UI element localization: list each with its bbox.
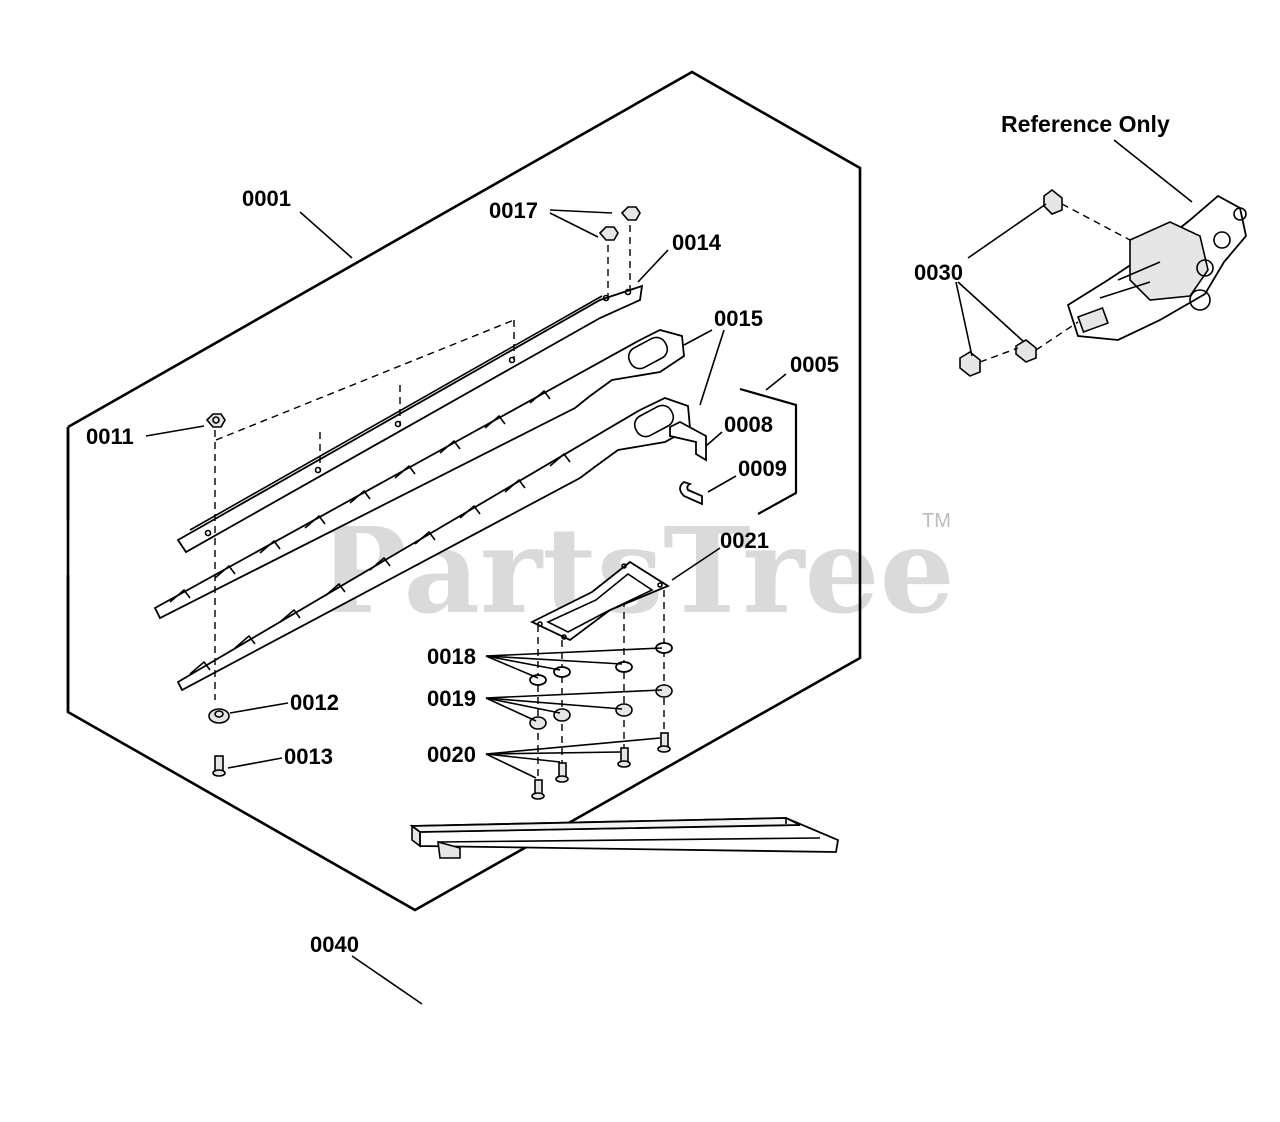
label-0001[interactable]: 0001 <box>242 186 291 211</box>
clip-0008[interactable] <box>669 420 707 462</box>
nut-0017-a[interactable] <box>598 226 619 241</box>
blade-lower-0015[interactable] <box>176 397 691 692</box>
label-0040[interactable]: 0040 <box>310 932 359 957</box>
plate-0021[interactable] <box>529 560 670 642</box>
label-0008[interactable]: 0008 <box>724 412 773 437</box>
label-0012[interactable]: 0012 <box>290 690 339 715</box>
trademark-mark: TM <box>922 510 951 532</box>
label-0019[interactable]: 0019 <box>427 686 476 711</box>
blade-upper-0015[interactable] <box>153 329 685 620</box>
blade-cover-0040[interactable] <box>409 817 840 859</box>
screws-0020[interactable] <box>531 732 671 800</box>
label-0015[interactable]: 0015 <box>714 306 763 331</box>
label-0030[interactable]: 0030 <box>914 260 963 285</box>
label-0013[interactable]: 0013 <box>284 744 333 769</box>
label-0018[interactable]: 0018 <box>427 644 476 669</box>
bracket-0005 <box>739 387 798 515</box>
label-0021[interactable]: 0021 <box>720 528 769 553</box>
kit-box-outline <box>66 70 862 912</box>
label-0017[interactable]: 0017 <box>489 198 538 223</box>
nut-0017-b[interactable] <box>620 206 641 221</box>
bolt-0013[interactable] <box>212 755 226 777</box>
fitting-0030-b[interactable] <box>1015 339 1037 363</box>
label-0009[interactable]: 0009 <box>738 456 787 481</box>
fitting-0030-c[interactable] <box>959 351 981 377</box>
reference-only-label: Reference Only <box>1001 111 1170 137</box>
leader-lines <box>145 139 1193 1005</box>
label-0020[interactable]: 0020 <box>427 742 476 767</box>
label-0011[interactable]: 0011 <box>86 424 134 449</box>
reference-dash-lines <box>979 203 1131 363</box>
nut-0011[interactable] <box>205 413 226 428</box>
label-0014[interactable]: 0014 <box>672 230 722 255</box>
clip-0009[interactable] <box>679 480 703 506</box>
fitting-0030-a[interactable] <box>1043 188 1063 215</box>
spacer-0012[interactable] <box>208 708 230 724</box>
washers-0019[interactable] <box>529 684 673 730</box>
label-0005[interactable]: 0005 <box>790 352 839 377</box>
reference-gearbox <box>1066 194 1247 341</box>
